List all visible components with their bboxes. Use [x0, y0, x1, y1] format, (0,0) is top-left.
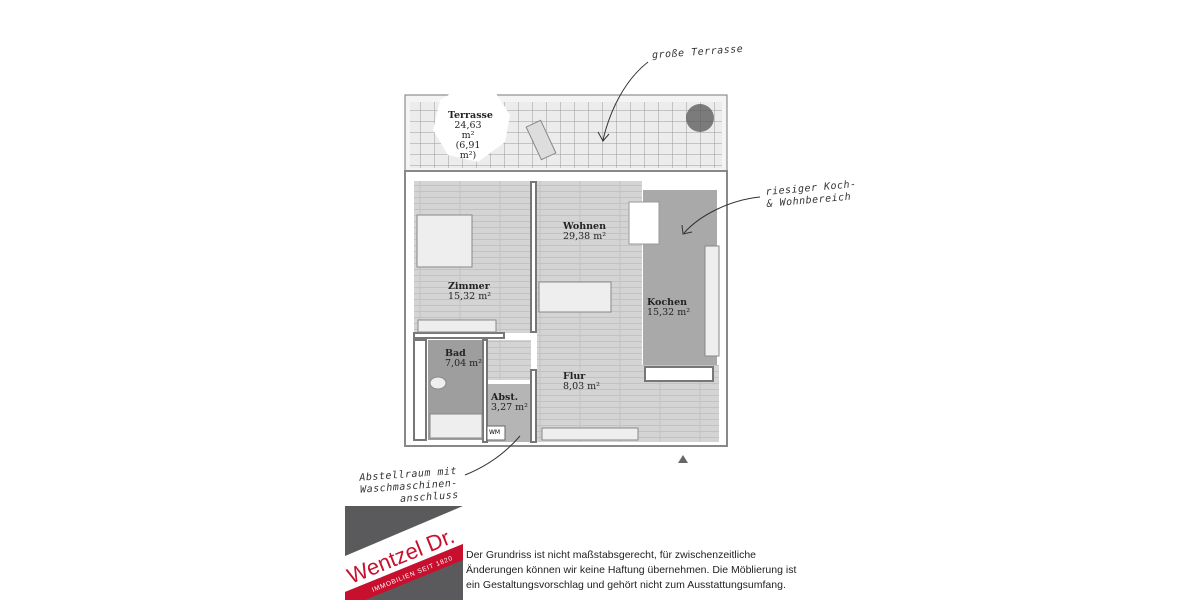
disclaimer-line: Änderungen können wir keine Haftung über… — [466, 564, 797, 576]
washing-machine-label: WM — [489, 429, 501, 436]
room-kochen: Kochen 15,32 m² — [647, 298, 690, 318]
terrace-annotation-arrow — [597, 61, 649, 142]
kitchen-counter — [704, 245, 720, 357]
sun-lounger — [525, 119, 557, 161]
dining-table — [628, 201, 660, 245]
room-name: Wohnen — [563, 221, 606, 232]
room-area: 15,32 m² — [647, 307, 691, 318]
room-terrasse: Terrasse 24,63 m² (6,91 m²) — [448, 110, 493, 161]
room-flur: Flur 8,03 m² — [563, 372, 600, 392]
disclaimer: Der Grundriss ist nicht maßstabsgerecht,… — [466, 548, 796, 593]
room-area: 8,03 m² — [563, 381, 600, 392]
logo-white-band — [345, 506, 463, 592]
room-wohnen: Wohnen 29,38 m² — [563, 222, 606, 242]
company-logo: Wentzel Dr. IMMOBILIEN SEIT 1820 — [345, 506, 463, 600]
terrace-label-badge — [433, 85, 510, 162]
room-area: 15,32 m² — [448, 291, 492, 302]
sofa — [538, 281, 612, 313]
room-area-alt: (6,91 m²) — [455, 140, 481, 161]
room-abst: Abst. 3,27 m² — [491, 393, 528, 413]
disclaimer-line: Der Grundriss ist nicht maßstabsgerecht,… — [466, 549, 757, 561]
room-area: 3,27 m² — [491, 402, 528, 413]
disclaimer-line: ein Gestaltungsvorschlag und gehört nich… — [466, 579, 786, 591]
wardrobe-flur — [541, 427, 639, 441]
room-name: Terrasse — [448, 110, 493, 121]
toilet — [429, 376, 447, 390]
room-zimmer: Zimmer 15,32 m² — [448, 282, 491, 302]
plant-icon — [686, 104, 714, 132]
room-area: 7,04 m² — [445, 358, 482, 369]
bed — [416, 214, 473, 268]
bathtub — [429, 413, 483, 439]
room-bad: Bad 7,04 m² — [445, 349, 482, 369]
room-area: 24,63 m² — [454, 120, 482, 141]
logo-red-band — [345, 544, 463, 600]
room-name: Bad — [445, 348, 466, 359]
room-name: Kochen — [647, 297, 688, 308]
storage-annotation-arrow — [464, 435, 521, 476]
entrance-arrow-icon — [678, 455, 688, 463]
room-name: Zimmer — [448, 281, 490, 292]
room-name: Flur — [563, 371, 586, 382]
room-area: 29,38 m² — [563, 231, 607, 242]
kitchen-annotation-arrow — [681, 196, 761, 235]
room-name: Abst. — [491, 392, 519, 403]
washing-machine — [486, 425, 506, 441]
wardrobe-zimmer — [417, 319, 497, 333]
